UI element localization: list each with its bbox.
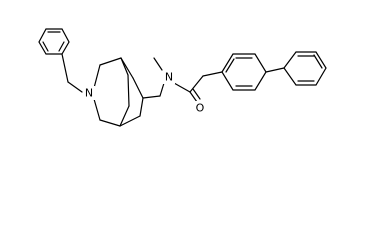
azabicyclic-core bbox=[93, 57, 144, 127]
amide-nitrogen-label: N bbox=[165, 71, 173, 84]
biphenyl-link-bond bbox=[265, 67, 285, 73]
biphenyl-inner-ring bbox=[221, 53, 267, 91]
amine-nitrogen-label: N bbox=[85, 87, 93, 100]
carbonyl-oxygen-label: O bbox=[196, 102, 205, 115]
amine-nitrogen-atom: N bbox=[83, 86, 95, 100]
biphenyl-outer-ring bbox=[283, 51, 327, 86]
molecule-structure: N N O bbox=[38, 28, 327, 127]
benzyl-phenyl-ring bbox=[38, 28, 70, 55]
linker-bonds bbox=[142, 82, 165, 99]
n-methyl-bond bbox=[153, 57, 163, 71]
amide-nitrogen-atom: N bbox=[163, 70, 175, 84]
benzyl-methylene-bonds bbox=[61, 53, 83, 93]
amide-bonds bbox=[173, 71, 223, 103]
carbonyl-oxygen-atom: O bbox=[194, 101, 206, 115]
